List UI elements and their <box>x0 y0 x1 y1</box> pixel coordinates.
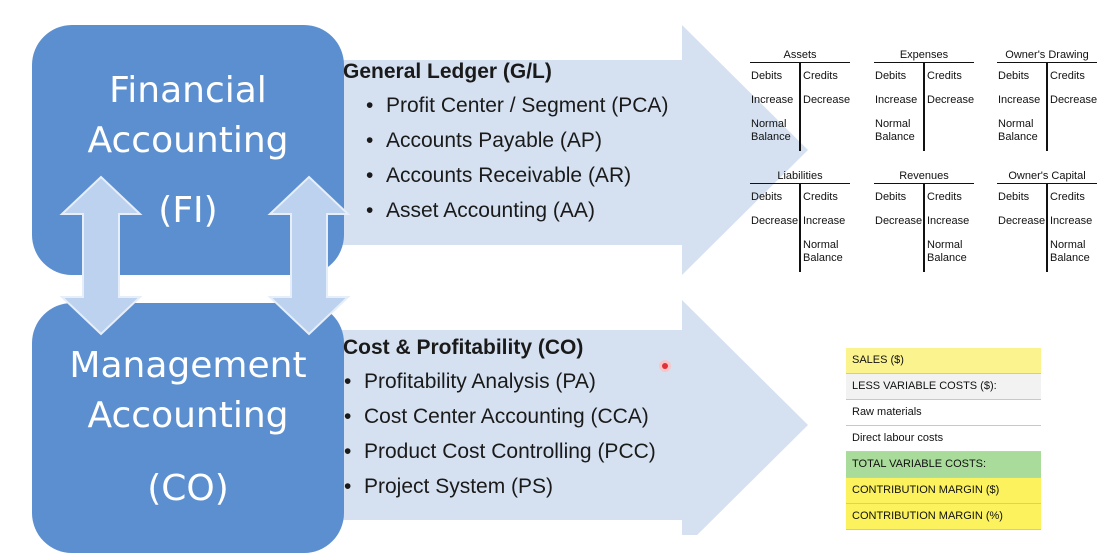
t-cell: Increase <box>927 215 970 227</box>
t-account-expenses: Expenses Debits Increase Normal Balance … <box>874 48 974 153</box>
t-cell: Normal <box>803 239 839 251</box>
co-item-ps: Project System (PS) <box>344 469 656 504</box>
t-cell: Debits <box>875 191 907 203</box>
t-cell: Credits <box>927 191 962 203</box>
t-cell: Credits <box>927 70 962 82</box>
double-arrows-layer <box>59 175 351 336</box>
t-cell: Credits <box>1050 191 1085 203</box>
t-cell: Normal <box>927 239 963 251</box>
t-cell: Decrease <box>875 215 923 227</box>
table-row: CONTRIBUTION MARGIN ($) <box>846 478 1041 504</box>
t-account-divider <box>799 184 801 272</box>
t-cell: Increase <box>1050 215 1093 227</box>
t-cell: Debits <box>998 191 1030 203</box>
co-item-pcc: Product Cost Controlling (PCC) <box>344 434 656 469</box>
left-double-arrow <box>59 175 143 336</box>
gl-item-ar: Accounts Receivable (AR) <box>366 158 668 193</box>
co-title-line1: Management <box>69 345 307 386</box>
t-cell: Normal <box>875 118 911 130</box>
table-row: LESS VARIABLE COSTS ($): <box>846 374 1041 400</box>
t-cell: Decrease <box>751 215 799 227</box>
gl-item-ap: Accounts Payable (AP) <box>366 123 668 158</box>
t-cell: Debits <box>751 70 783 82</box>
t-account-title: Expenses <box>874 48 974 63</box>
t-cell: Credits <box>803 70 838 82</box>
management-accounting-box: Management Accounting (CO) <box>32 303 344 553</box>
t-account-assets: Assets Debits Increase Normal Balance Cr… <box>750 48 850 153</box>
t-cell: Debits <box>998 70 1030 82</box>
t-account-owners-drawing: Owner's Drawing Debits Increase Normal B… <box>997 48 1097 153</box>
t-cell: Decrease <box>803 94 851 106</box>
co-item-pa: Profitability Analysis (PA) <box>344 364 656 399</box>
gl-item-aa: Asset Accounting (AA) <box>366 193 668 228</box>
t-cell: Balance <box>803 252 843 264</box>
right-double-arrow <box>267 175 351 336</box>
co-item-cca: Cost Center Accounting (CCA) <box>344 399 656 434</box>
t-account-title: Owner's Capital <box>997 169 1097 184</box>
fi-title-line3: (FI) <box>158 190 218 231</box>
t-cell: Decrease <box>927 94 975 106</box>
t-cell: Normal <box>751 118 787 130</box>
t-cell: Decrease <box>1050 94 1098 106</box>
t-cell: Decrease <box>998 215 1046 227</box>
gl-item-pca: Profit Center / Segment (PCA) <box>366 88 668 123</box>
t-account-divider <box>923 184 925 272</box>
t-account-liabilities: Liabilities Debits Decrease Credits Incr… <box>750 169 850 274</box>
table-row: TOTAL VARIABLE COSTS: <box>846 452 1041 478</box>
t-cell: Credits <box>1050 70 1085 82</box>
t-cell: Balance <box>1050 252 1090 264</box>
t-account-title: Assets <box>750 48 850 63</box>
t-cell: Increase <box>998 94 1041 106</box>
mouse-cursor-dot <box>659 360 671 372</box>
t-account-owners-capital: Owner's Capital Debits Decrease Credits … <box>997 169 1097 274</box>
t-account-divider <box>1046 63 1048 151</box>
table-row: CONTRIBUTION MARGIN (%) <box>846 504 1041 530</box>
t-cell: Normal <box>1050 239 1086 251</box>
gl-bullet-list: Profit Center / Segment (PCA) Accounts P… <box>366 88 668 228</box>
t-cell: Balance <box>927 252 967 264</box>
co-title-line2: Accounting <box>87 395 289 436</box>
t-account-revenues: Revenues Debits Decrease Credits Increas… <box>874 169 974 274</box>
co-title-line3: (CO) <box>147 468 229 509</box>
table-row: Direct labour costs <box>846 426 1041 452</box>
t-cell: Debits <box>751 191 783 203</box>
fi-title-line2: Accounting <box>87 120 289 161</box>
table-row: Raw materials <box>846 400 1041 426</box>
gl-heading: General Ledger (G/L) <box>343 60 552 83</box>
t-account-title: Liabilities <box>750 169 850 184</box>
fi-title-line1: Financial <box>109 70 267 111</box>
table-row: SALES ($) <box>846 348 1041 374</box>
t-cell: Credits <box>803 191 838 203</box>
t-cell: Balance <box>998 131 1038 143</box>
t-account-divider <box>799 63 801 151</box>
t-cell: Normal <box>998 118 1034 130</box>
t-cell: Balance <box>751 131 791 143</box>
t-cell: Increase <box>875 94 918 106</box>
t-cell: Increase <box>751 94 794 106</box>
t-cell: Balance <box>875 131 915 143</box>
co-heading: Cost & Profitability (CO) <box>343 336 584 359</box>
contribution-margin-table: SALES ($) LESS VARIABLE COSTS ($): Raw m… <box>846 348 1041 530</box>
t-account-divider <box>1046 184 1048 272</box>
t-account-title: Owner's Drawing <box>997 48 1097 63</box>
t-cell: Increase <box>803 215 846 227</box>
t-account-title: Revenues <box>874 169 974 184</box>
t-cell: Debits <box>875 70 907 82</box>
co-bullet-list: Profitability Analysis (PA) Cost Center … <box>344 364 656 504</box>
t-account-divider <box>923 63 925 151</box>
